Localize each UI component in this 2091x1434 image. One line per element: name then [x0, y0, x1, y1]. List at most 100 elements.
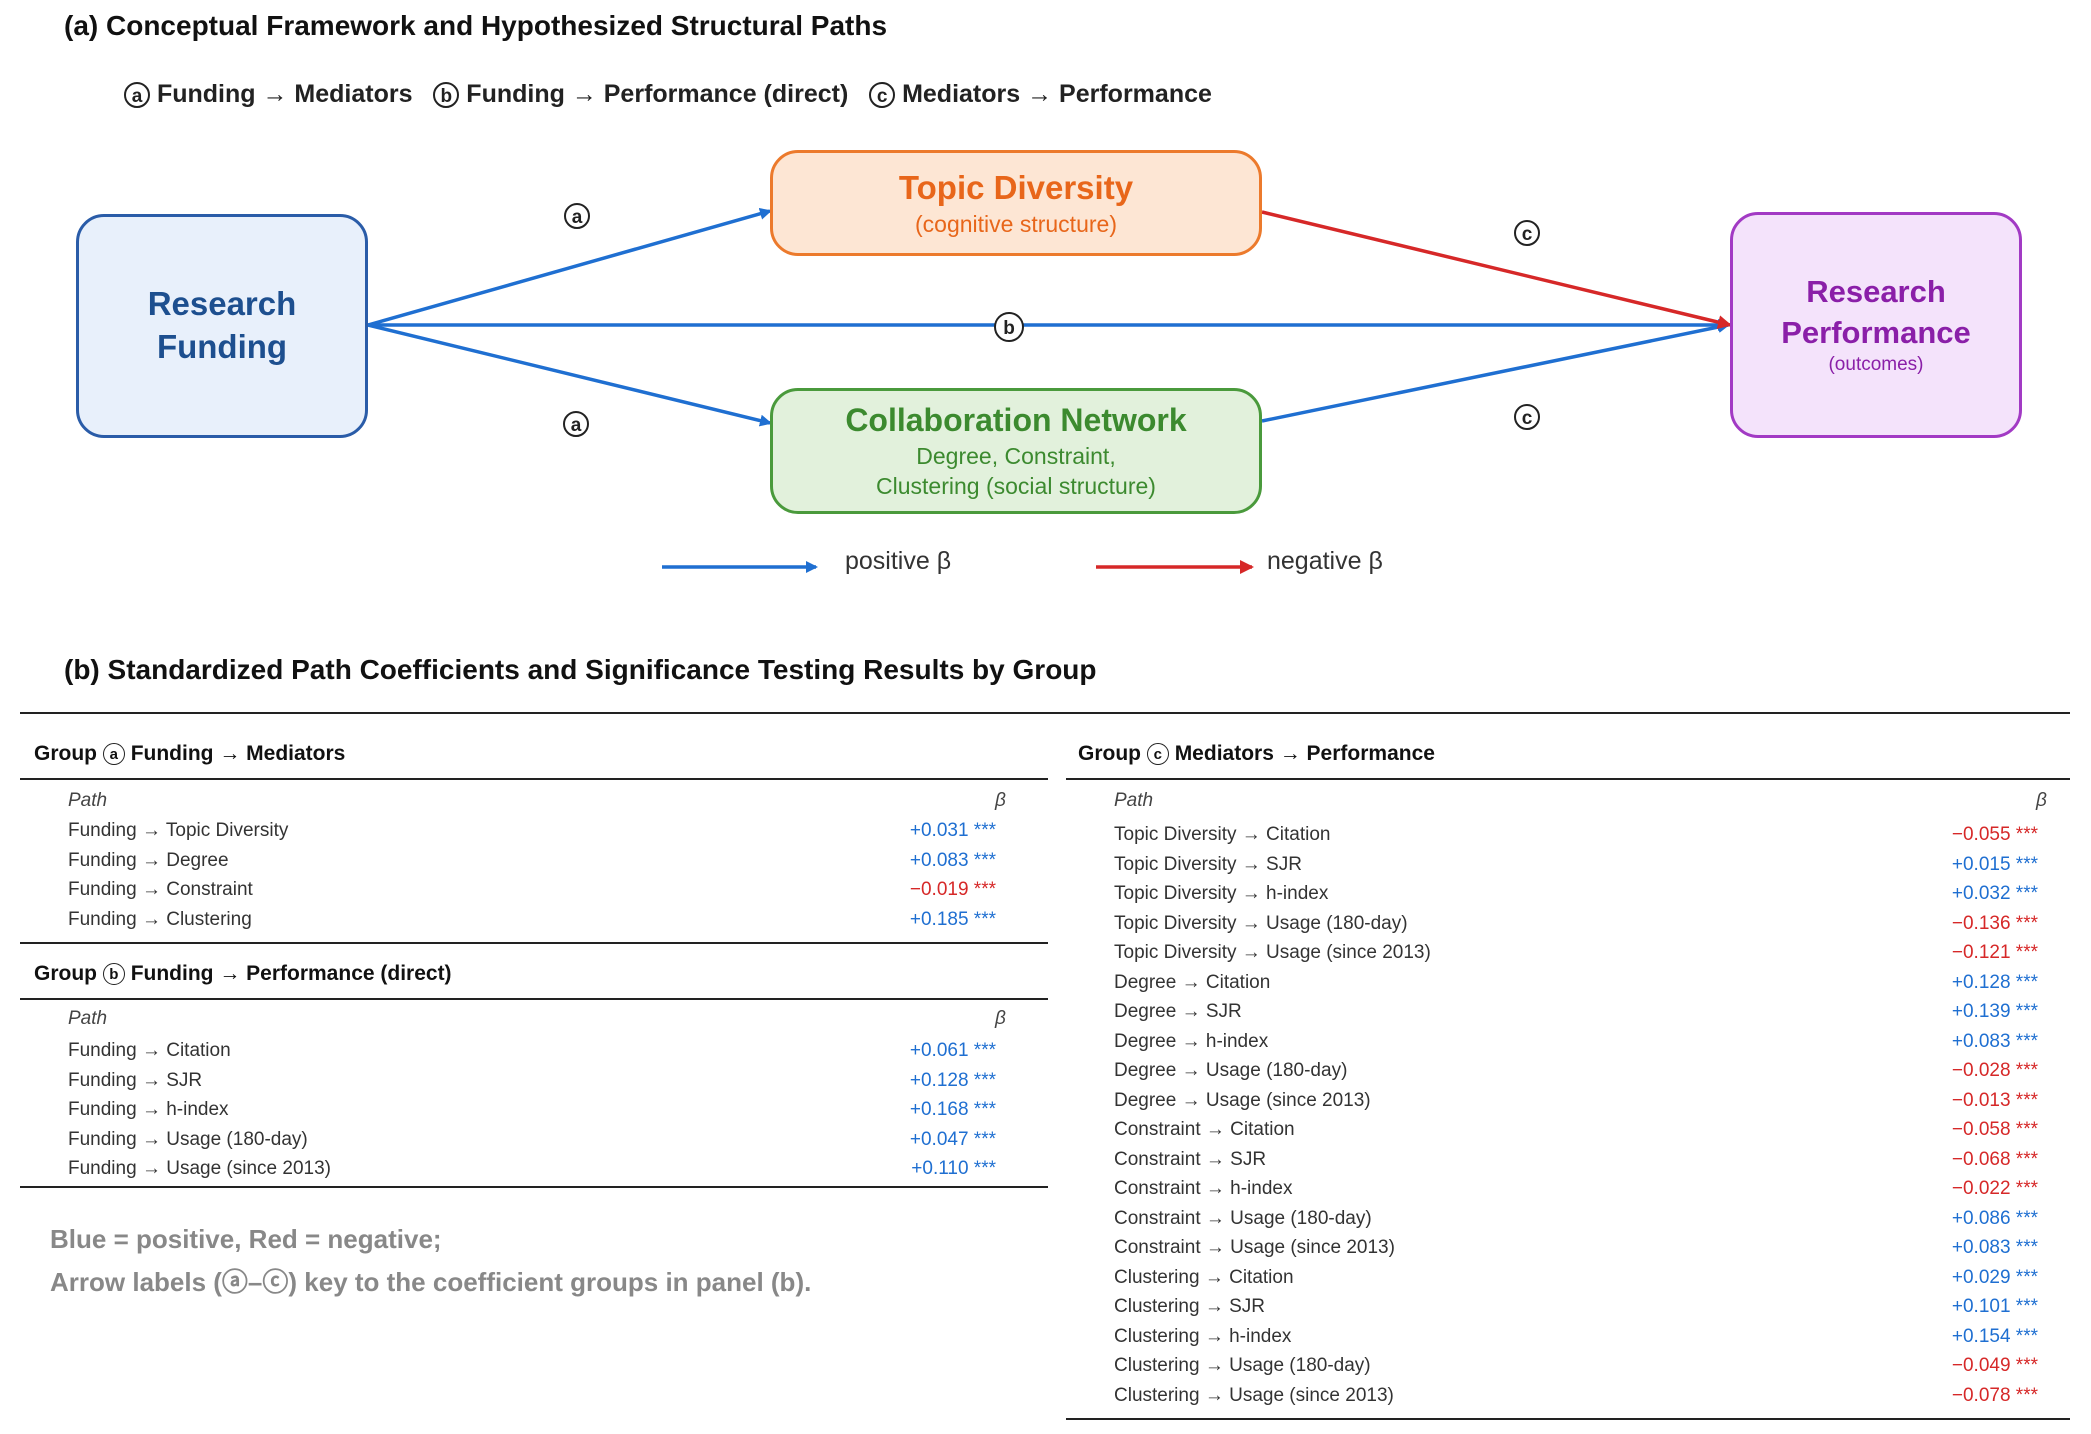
arrow-c-collab-performance — [1261, 321, 1730, 423]
coef-row-beta: +0.083 *** — [909, 849, 996, 871]
group-b-bottom-rule — [20, 1186, 1048, 1188]
legend-positive-label: positive β — [845, 547, 952, 575]
coef-row-beta: −0.068 *** — [1951, 1148, 2038, 1170]
coef-row-path: Degree → Citation — [1114, 971, 1271, 993]
coef-row-beta: +0.139 *** — [1951, 1001, 2038, 1022]
coef-row-path: Clustering → SJR — [1114, 1296, 1265, 1317]
group-c-col-path: Path — [1114, 790, 1154, 811]
node-collaboration-network: Collaboration Network Degree, Constraint… — [770, 388, 1262, 514]
legend-symbol-a: a — [124, 82, 150, 109]
coef-row-path: Topic Diversity → Citation — [1114, 824, 1331, 845]
group-c-symbol: c — [1146, 743, 1169, 766]
coef-row-path: Clustering → Usage (180-day) — [1114, 1355, 1371, 1376]
coef-row-path: Funding → Topic Diversity — [68, 820, 289, 841]
collab-sub2: Clustering (social structure) — [876, 472, 1156, 499]
performance-subtitle: (outcomes) — [1828, 353, 1924, 375]
topic-subtitle: (cognitive structure) — [915, 210, 1117, 237]
arrow-a-funding-collab — [367, 323, 772, 427]
coef-row-path: Funding → Usage (180-day) — [68, 1128, 308, 1150]
coef-row-path: Funding → SJR — [68, 1069, 203, 1091]
coef-row-path: Topic Diversity → Usage (180-day) — [1114, 912, 1408, 934]
color-note-line2: Arrow labels (ⓐ–ⓒ) key to the coefficien… — [50, 1267, 812, 1297]
coef-row-beta: +0.029 *** — [1951, 1266, 2038, 1288]
coef-row-path: Funding → h-index — [68, 1099, 229, 1120]
group-a-bottom-rule — [20, 942, 1048, 944]
node-research-funding: Research Funding — [76, 214, 368, 438]
coef-row-path: Constraint → Usage (180-day) — [1114, 1207, 1372, 1229]
coef-row-beta: −0.055 *** — [1951, 824, 2038, 845]
coef-row-path: Funding → Clustering — [68, 908, 252, 930]
coef-row-beta: −0.078 *** — [1951, 1384, 2038, 1406]
node-topic-diversity: Topic Diversity (cognitive structure) — [770, 150, 1262, 256]
coef-row-beta: +0.168 *** — [909, 1099, 996, 1120]
group-b-label: Funding → Performance (direct) — [130, 962, 452, 985]
coef-row-beta: −0.019 *** — [909, 879, 996, 900]
coef-row-beta: +0.128 *** — [1951, 971, 2038, 993]
color-note-line1: Blue = positive, Red = negative; — [50, 1224, 442, 1254]
coef-row-path: Funding → Usage (since 2013) — [68, 1158, 331, 1179]
group-c-label: Mediators → Performance — [1174, 742, 1435, 765]
coef-row-beta: −0.013 *** — [1951, 1089, 2038, 1111]
coef-row-path: Clustering → Usage (since 2013) — [1114, 1384, 1394, 1406]
coef-row-beta: +0.015 *** — [1951, 853, 2038, 875]
legend-label-b: Funding → Performance (direct) — [466, 80, 849, 108]
group-b-prefix: Group — [34, 962, 97, 985]
collab-sub1: Degree, Constraint, — [916, 442, 1116, 469]
coef-row-beta: −0.121 *** — [1951, 942, 2038, 963]
group-b-header-rule — [20, 998, 1048, 1000]
coef-row-path: Constraint → Citation — [1114, 1119, 1295, 1140]
legend-symbol-b: b — [433, 82, 460, 109]
coef-row-path: Clustering → Citation — [1114, 1266, 1294, 1288]
group-c-prefix: Group — [1078, 742, 1141, 765]
group-c-bottom-rule — [1066, 1418, 2070, 1420]
coef-row-path: Degree → h-index — [1114, 1030, 1269, 1052]
coef-row-beta: +0.083 *** — [1951, 1030, 2038, 1052]
funding-title-line1: Research — [147, 285, 297, 323]
group-b-col-path: Path — [68, 1008, 108, 1029]
coef-row-beta: +0.083 *** — [1951, 1237, 2038, 1258]
coef-row-path: Topic Diversity → SJR — [1114, 853, 1302, 875]
panel-a-title: (a) Conceptual Framework and Hypothesize… — [64, 10, 888, 41]
arrow-label-c-top: c — [1514, 220, 1540, 246]
group-a-prefix: Group — [34, 742, 97, 765]
coef-row-beta: −0.028 *** — [1951, 1060, 2038, 1081]
legend-symbol-c: c — [869, 82, 896, 109]
arrow-label-a-top: a — [564, 203, 590, 229]
coef-row-path: Degree → Usage (180-day) — [1114, 1060, 1348, 1081]
path-arrows — [367, 207, 1732, 574]
coef-row-path: Funding → Constraint — [68, 879, 253, 900]
performance-title-line2: Performance — [1781, 314, 1971, 350]
coef-row-beta: +0.032 *** — [1951, 883, 2038, 904]
legend-label-a: Funding → Mediators — [156, 80, 413, 108]
coef-row-path: Clustering → h-index — [1114, 1325, 1292, 1347]
arrow-c-topic-performance — [1261, 210, 1732, 329]
group-a-col-path: Path — [68, 790, 108, 811]
legend-label-c: Mediators → Performance — [902, 80, 1212, 108]
group-a-symbol: a — [102, 743, 125, 766]
performance-title-line1: Research — [1806, 274, 1946, 310]
legend-negative-label: negative β — [1267, 547, 1383, 575]
group-b-symbol: b — [102, 963, 125, 986]
coef-row-beta: +0.047 *** — [909, 1128, 996, 1150]
coef-row-beta: +0.101 *** — [1951, 1296, 2038, 1317]
coef-row-path: Degree → Usage (since 2013) — [1114, 1089, 1371, 1111]
group-c-col-beta: β — [2036, 790, 2047, 811]
group-b-title: Group b Funding → Performance (direct) — [34, 962, 452, 986]
coef-row-path: Constraint → SJR — [1114, 1148, 1267, 1170]
coef-row-beta: +0.128 *** — [909, 1069, 996, 1091]
group-a-title: Group a Funding → Mediators — [34, 742, 345, 766]
panel-b-title: (b) Standardized Path Coefficients and S… — [64, 654, 1097, 685]
funding-title-line2: Funding — [156, 328, 288, 365]
group-a-col-beta: β — [995, 790, 1006, 811]
topic-title: Topic Diversity — [898, 168, 1134, 206]
coef-row-beta: +0.061 *** — [909, 1040, 996, 1061]
arrow-label-c-bottom: c — [1514, 404, 1540, 430]
arrow-label-b: b — [994, 312, 1024, 342]
coef-row-path: Constraint → Usage (since 2013) — [1114, 1237, 1395, 1258]
coef-row-path: Constraint → h-index — [1114, 1178, 1293, 1199]
coef-row-beta: −0.022 *** — [1951, 1178, 2038, 1199]
coef-row-path: Funding → Degree — [68, 849, 229, 871]
coef-row-path: Topic Diversity → Usage (since 2013) — [1114, 942, 1431, 963]
collab-title: Collaboration Network — [845, 402, 1187, 439]
coef-row-beta: +0.154 *** — [1951, 1325, 2038, 1347]
